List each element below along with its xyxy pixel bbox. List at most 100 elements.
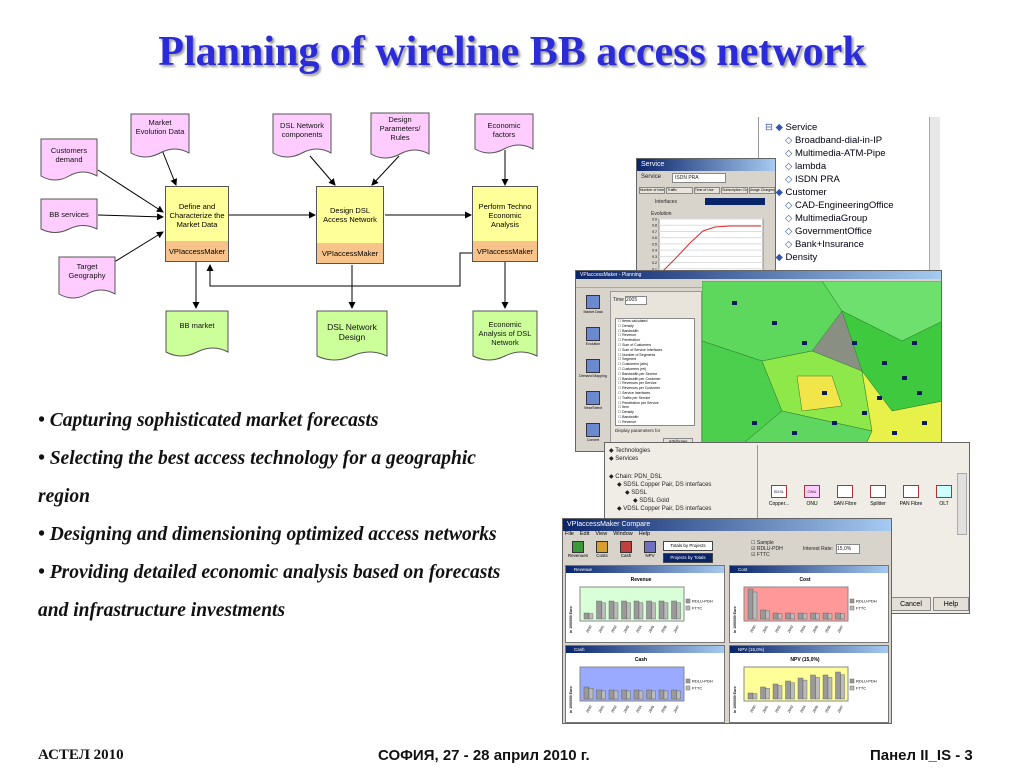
toolbar-button[interactable]: Revenues xyxy=(567,541,589,563)
checklist-item[interactable]: ☐ Penetration xyxy=(616,338,694,343)
checklist-item[interactable]: ☐ Revenue xyxy=(616,420,694,425)
menu-item[interactable]: Edit xyxy=(579,531,590,537)
option-checkbox[interactable]: ☑ RDLU-PDH xyxy=(751,546,801,552)
side-panel-item[interactable]: Market Data xyxy=(578,293,608,321)
tree-node[interactable]: ◇ Broadband-dial-in-IP xyxy=(765,134,940,147)
dialog-tab[interactable]: Usage Charges xyxy=(748,187,775,194)
side-panel-item[interactable]: Evolution xyxy=(578,325,608,353)
checklist-item[interactable]: ☐ Number of Segments xyxy=(616,353,694,358)
tech-tree-node[interactable]: ◆ VDSL Copper Pair, DS interfaces xyxy=(609,505,757,513)
tree-node[interactable]: ◇ ISDN PRA xyxy=(765,173,940,186)
tree-node[interactable]: ◇ Multimedia-ATM-Pipe xyxy=(765,147,940,160)
x-tick: 2003 xyxy=(623,705,630,714)
dialog-service-value[interactable]: ISDN PRA xyxy=(672,173,726,183)
checklist-item[interactable]: ☐ Bandwidth xyxy=(616,415,694,420)
tech-tree-node[interactable]: ◆ Chain: PDN_DSL xyxy=(609,473,757,481)
toolbar-button[interactable]: Costs xyxy=(591,541,613,563)
footer-right: Панел II_IS - 3 xyxy=(870,747,973,764)
bar xyxy=(752,591,758,620)
x-tick: 2005 xyxy=(648,625,655,634)
network-component[interactable]: OLT xyxy=(928,485,960,515)
side-panel-item[interactable]: Demand Mapping xyxy=(578,357,608,385)
checklist-label: Traffic per Service xyxy=(622,395,651,400)
checklist-item[interactable]: ☐ Revenue xyxy=(616,333,694,338)
tree-node[interactable]: ◇ CAD-EngineeringOffice xyxy=(765,199,940,212)
node-icon: ◇ xyxy=(785,226,795,237)
x-tick: 2004 xyxy=(635,705,642,714)
tree-node[interactable]: ⊟ ◆ Density xyxy=(765,251,940,264)
legend-swatch xyxy=(685,678,691,684)
checklist-item[interactable]: ☐ Sum of Service Interfaces xyxy=(616,348,694,353)
checklist-item[interactable]: ☐ Sum of Customers xyxy=(616,343,694,348)
component-label: Copper... xyxy=(768,501,790,507)
checklist-item[interactable]: ☐ Bandwidth xyxy=(616,329,694,334)
menu-item[interactable]: Window xyxy=(613,531,633,537)
network-component[interactable]: SAN Fibre xyxy=(829,485,861,515)
x-tick: 2003 xyxy=(787,705,794,714)
dialog-interfaces-select[interactable] xyxy=(705,198,765,205)
bullet-item: • Providing detailed economic analysis b… xyxy=(38,562,501,621)
bar xyxy=(752,693,758,700)
checklist-item[interactable]: ☐ Items calculated xyxy=(616,319,694,324)
menu-item[interactable]: File xyxy=(565,531,574,537)
tree-node[interactable]: ◇ GovernmentOffice xyxy=(765,225,940,238)
tree-scrollbar[interactable] xyxy=(929,117,940,277)
customer-marker xyxy=(772,321,777,325)
tree-node[interactable]: ⊟ ◆ Service xyxy=(765,121,940,134)
cancel-button[interactable]: Cancel xyxy=(891,597,931,611)
tree-node[interactable]: ⊟ ◆ Customer xyxy=(765,186,940,199)
network-component[interactable]: PAN Fibre xyxy=(895,485,927,515)
tech-tree-node[interactable]: ◆ SDSL Copper Pair, DS interfaces xyxy=(609,481,757,489)
checklist-item[interactable]: ☐ Item xyxy=(616,405,694,410)
checklist-item[interactable]: ☐ Revenues per Customer xyxy=(616,386,694,391)
network-component[interactable]: Splitter xyxy=(862,485,894,515)
checklist-item[interactable]: ☐ Density xyxy=(616,324,694,329)
chain-scrollbar[interactable] xyxy=(957,473,967,535)
x-tick: 2006 xyxy=(660,625,667,634)
checkbox-icon: ☐ xyxy=(618,323,623,328)
checklist-item[interactable]: ☐ Penetration per Service xyxy=(616,401,694,406)
checklist-item[interactable]: ☐ Segment xyxy=(616,357,694,362)
checklist-label: Revenue xyxy=(622,419,637,424)
time-value[interactable]: 2005 xyxy=(625,296,647,305)
option-checkbox[interactable]: ☑ FTTC xyxy=(751,552,801,558)
tree-node[interactable]: ◇ MultimediaGroup xyxy=(765,212,940,225)
interest-rate-field[interactable]: 15,0% xyxy=(836,544,860,554)
option-checkbox[interactable]: ☐ Sample xyxy=(751,540,801,546)
menu-item[interactable]: View xyxy=(595,531,608,537)
side-panel-item[interactable]: View/Select xyxy=(578,389,608,417)
checklist-item[interactable]: ☐ Bandwidth per Customer xyxy=(616,377,694,382)
mode-button[interactable]: Totals by Projects xyxy=(663,541,713,551)
checkbox-icon: ☐ xyxy=(618,362,623,367)
checklist-item[interactable]: ☐ Density xyxy=(616,410,694,415)
toolbar-button[interactable]: NPV xyxy=(639,541,661,563)
tech-tree-node[interactable]: ◆ Services xyxy=(609,455,757,463)
bar xyxy=(626,690,631,700)
tech-tree-node[interactable]: ◆ SDSL xyxy=(609,489,757,497)
dialog-tab[interactable]: Subscription Charges xyxy=(721,187,748,194)
toolbar-button[interactable]: Cash xyxy=(615,541,637,563)
tree-node[interactable]: ◇ Bank+Insurance xyxy=(765,238,940,251)
tech-tree-node[interactable]: ◆ Technologies xyxy=(609,447,757,455)
menu-item[interactable]: Help xyxy=(638,531,651,537)
tree-node[interactable]: ◇ lambda xyxy=(765,160,940,173)
checklist-item[interactable]: ☐ Service Interfaces xyxy=(616,391,694,396)
dialog-tab[interactable]: Number of Interfaces xyxy=(639,187,666,194)
checklist-item[interactable]: ☐ Bandwidth per Service xyxy=(616,372,694,377)
checklist-item[interactable]: ☐ Customers (abs) xyxy=(616,362,694,367)
help-button[interactable]: Help xyxy=(933,597,969,611)
dialog-tab[interactable]: Time of Use xyxy=(693,187,721,194)
tech-tree-node[interactable]: ◆ SDSL Gold xyxy=(609,497,757,505)
checklist-item[interactable]: ☐ Customers (rel) xyxy=(616,367,694,372)
side-panel-item[interactable]: Convert xyxy=(578,421,608,449)
plot-area xyxy=(579,666,685,702)
bar xyxy=(815,613,820,620)
mode-button[interactable]: Projects by Totals xyxy=(663,553,713,563)
dialog-tab[interactable]: Traffic xyxy=(666,187,693,194)
checklist-item[interactable]: ☐ Revenues per Service xyxy=(616,381,694,386)
checklist-item[interactable]: ☐ Traffic per Service xyxy=(616,396,694,401)
y-tick: 0.5 xyxy=(652,242,657,246)
y-axis-label: in 1000000 Euro xyxy=(733,606,737,633)
